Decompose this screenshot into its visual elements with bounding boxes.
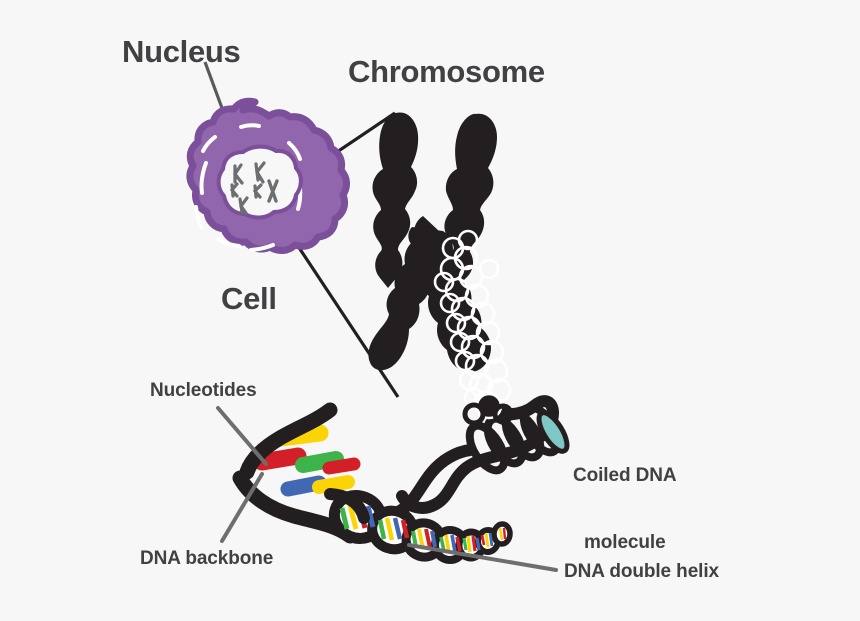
chromosome-icon <box>368 112 512 416</box>
label-cell: Cell <box>221 281 277 316</box>
label-coiled-dna-line2: molecule <box>583 532 666 554</box>
leader-line-dna-double-helix <box>407 543 558 572</box>
chromosome-arm-upper-left <box>372 112 419 289</box>
cytoplasm-highlights <box>194 123 303 252</box>
label-dna-backbone: DNA backbone <box>140 548 274 569</box>
leader-line-dna-backbone <box>220 472 264 543</box>
helix-first-loop <box>324 488 370 524</box>
coiled-dna-icon <box>360 392 570 522</box>
helix-base-pairs-large <box>253 424 361 497</box>
cell-icon <box>186 97 350 254</box>
label-dna-double-helix: DNA double helix <box>564 561 719 582</box>
coil-bead-cluster <box>462 392 514 426</box>
leader-lines-gray <box>216 406 558 572</box>
nucleus-icon <box>216 144 303 220</box>
label-chromosome: Chromosome <box>348 54 545 89</box>
nucleus-chromatin-marks <box>229 161 279 215</box>
label-coiled-dna-molecule: Coiled DNA molecule <box>573 420 677 599</box>
label-coiled-dna-line1: Coiled DNA <box>573 464 677 486</box>
chromosome-arm-upper-right <box>444 113 497 288</box>
label-nucleus: Nucleus <box>122 34 241 69</box>
helix-backbone-front <box>239 402 338 480</box>
leader-line-nucleotides <box>216 406 268 466</box>
coil-highlight-turn <box>536 410 570 454</box>
label-nucleotides: Nucleotides <box>150 380 257 401</box>
